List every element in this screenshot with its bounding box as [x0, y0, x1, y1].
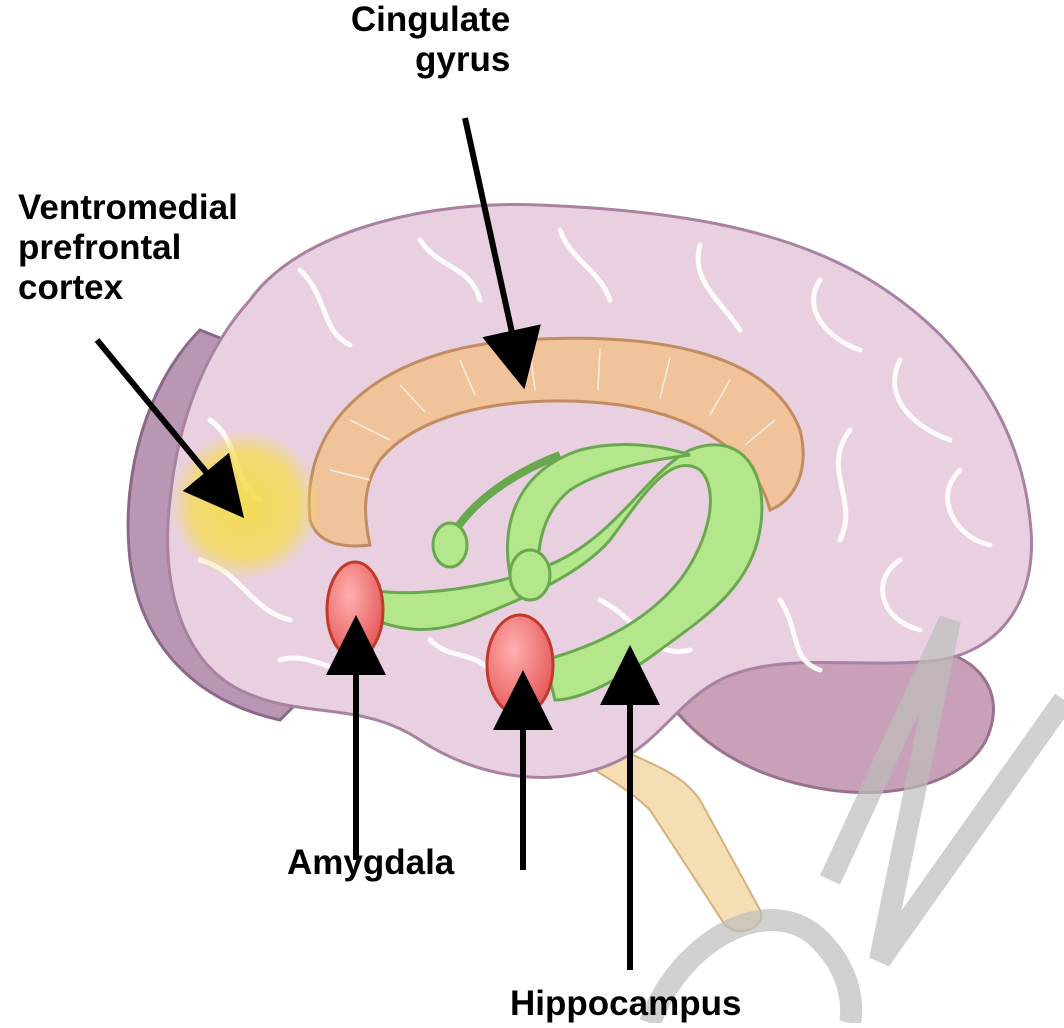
label-cingulate-line1: Cingulate [345, 0, 510, 40]
label-vmpfc-line2: prefrontal [18, 228, 238, 268]
label-cingulate: Cingulate gyrus [345, 0, 510, 80]
label-hippocampus: Hippocampus [510, 984, 741, 1024]
brainstem [595, 740, 761, 931]
label-vmpfc: Ventromedial prefrontal cortex [18, 188, 238, 308]
label-vmpfc-line3: cortex [18, 268, 238, 308]
mammillary-body [433, 523, 467, 567]
label-amygdala: Amygdala [287, 843, 454, 883]
label-cingulate-line2: gyrus [345, 40, 510, 80]
label-vmpfc-line1: Ventromedial [18, 188, 238, 228]
amygdala-left [327, 562, 383, 658]
mammillary-body-2 [510, 550, 550, 600]
